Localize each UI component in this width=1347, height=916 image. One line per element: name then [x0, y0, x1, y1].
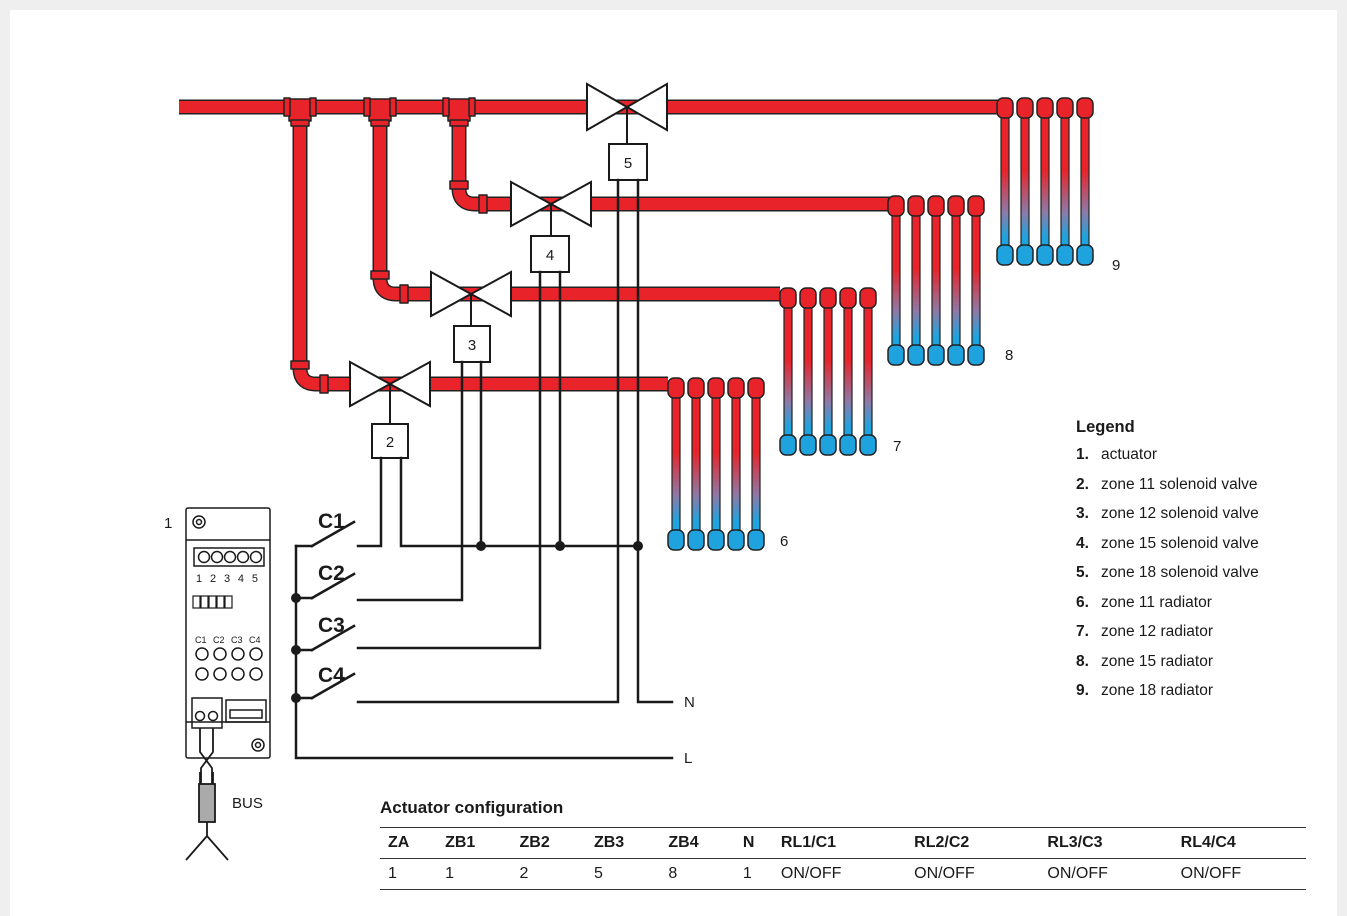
config-value: 1: [437, 858, 512, 890]
valve-number-4: 4: [546, 247, 554, 264]
config-value: ON/OFF: [906, 858, 1040, 890]
valve-zone-12: [430, 270, 512, 363]
wire-label-line: L: [684, 750, 692, 767]
radiator-number-9: 9: [1112, 257, 1120, 274]
legend-text: actuator: [1101, 446, 1158, 463]
config-value: 8: [660, 858, 735, 890]
bus-label: BUS: [232, 795, 263, 812]
legend-num: 2.: [1076, 475, 1089, 493]
config-header: ZB3: [585, 827, 661, 859]
legend-item: 4. zone 15 solenoid valve: [1076, 529, 1336, 559]
actuator-device: [185, 507, 271, 759]
legend-num: 9.: [1076, 682, 1089, 699]
config-header: RL3/C3: [1039, 827, 1173, 859]
valve-number-5: 5: [624, 155, 632, 172]
legend-text: zone 11 radiator: [1101, 593, 1212, 611]
legend-item: 7. zone 12 radiator: [1076, 617, 1336, 647]
config-header: ZB1: [437, 827, 512, 859]
legend-text: zone 12 solenoid valve: [1101, 505, 1259, 522]
contact-label-c2: C2: [318, 562, 345, 585]
valve-number-2: 2: [386, 434, 394, 451]
legend-title: Legend: [1076, 418, 1135, 436]
bus-cable: [185, 728, 229, 861]
config-header: RL2/C2: [906, 827, 1040, 859]
config-table: ZA ZB1 ZB2 ZB3 ZB4 N RL1/C1 RL2/C2 RL3/C…: [380, 827, 1306, 890]
contact-label-c4: C4: [318, 664, 345, 687]
config-header: RL1/C1: [772, 827, 907, 859]
config-header-row: ZA ZB1 ZB2 ZB3 ZB4 N RL1/C1 RL2/C2 RL3/C…: [380, 827, 1306, 859]
actuator-output-c2: C2: [213, 635, 225, 645]
wire-label-neutral: N: [684, 694, 695, 711]
legend-text: zone 18 radiator: [1101, 682, 1214, 699]
radiator-number-7: 7: [893, 438, 901, 455]
legend-item: 9. zone 18 radiator: [1076, 676, 1336, 706]
actuator-output-c3: C3: [231, 635, 243, 645]
config-header: ZB2: [511, 827, 586, 859]
legend-item: 8. zone 15 radiator: [1076, 647, 1336, 677]
radiator-number-8: 8: [1005, 347, 1013, 364]
legend-item: 2. zone 11 solenoid valve: [1076, 470, 1336, 500]
actuator-output-c1: C1: [195, 635, 207, 645]
legend-num: 4.: [1076, 534, 1089, 552]
diagram-frame: 2 3 4 5 6 7 8 9 C1 C2 C3 C4 N L: [10, 10, 1337, 916]
wiring: [294, 178, 674, 760]
config-value: ON/OFF: [772, 858, 907, 890]
legend-item: 3. zone 12 solenoid valve: [1076, 499, 1336, 529]
actuator-number-1: 1: [164, 515, 172, 532]
config-value: 1: [380, 858, 438, 890]
valve-zone-18: [586, 82, 668, 181]
legend: Legend 1. actuator 2. zone 11 solenoid val…: [1076, 414, 1336, 706]
config-header: RL4/C4: [1172, 827, 1306, 859]
config-header: N: [734, 827, 773, 859]
legend-num: 6.: [1076, 593, 1089, 611]
contact-label-c3: C3: [318, 614, 345, 637]
legend-text: zone 15 radiator: [1101, 652, 1214, 670]
wiring-diagram: 2 3 4 5 6 7 8 9 C1 C2 C3 C4 N L: [164, 82, 1120, 861]
config-value: 5: [585, 858, 661, 890]
radiator-zone-12: [779, 287, 877, 456]
config-value: ON/OFF: [1039, 858, 1173, 890]
radiator-zone-18: [996, 97, 1094, 266]
wire-junctions: [291, 541, 643, 703]
contact-label-c1: C1: [318, 510, 345, 533]
legend-text: zone 11 solenoid valve: [1101, 475, 1258, 493]
legend-num: 8.: [1076, 652, 1089, 670]
legend-item: 6. zone 11 radiator: [1076, 588, 1336, 618]
legend-item: 1. actuator: [1076, 440, 1336, 470]
legend-text: zone 15 solenoid valve: [1101, 534, 1259, 552]
actuator-terminal-numbers: 1 2 3 4 5: [196, 573, 258, 585]
legend-num: 7.: [1076, 623, 1089, 640]
legend-num: 1.: [1076, 446, 1089, 463]
valve-zone-15: [510, 180, 592, 273]
valve-zone-11: [349, 360, 431, 459]
config-value: 1: [734, 858, 773, 890]
config-header: ZA: [380, 827, 438, 859]
config-title: Actuator configuration: [380, 798, 564, 817]
config-value-row: 1 1 2 5 8 1 ON/OFF ON/OFF ON/OFF ON/OFF: [380, 858, 1306, 890]
legend-item: 5. zone 18 solenoid valve: [1076, 558, 1336, 588]
radiator-zone-15: [887, 195, 985, 366]
legend-num: 3.: [1076, 505, 1089, 522]
config-value: 2: [511, 858, 586, 890]
legend-text: zone 18 solenoid valve: [1101, 564, 1259, 581]
legend-text: zone 12 radiator: [1101, 623, 1214, 640]
config-value: ON/OFF: [1172, 858, 1306, 890]
config-header: ZB4: [660, 827, 735, 859]
radiator-number-6: 6: [780, 533, 788, 550]
legend-num: 5.: [1076, 564, 1089, 581]
actuator-output-c4: C4: [249, 635, 261, 645]
valve-number-3: 3: [468, 337, 476, 354]
pipe-network: [179, 97, 1000, 394]
actuator-dip-switches: [192, 595, 233, 609]
radiator-zone-11: [667, 377, 765, 551]
radiators: [667, 97, 1094, 551]
